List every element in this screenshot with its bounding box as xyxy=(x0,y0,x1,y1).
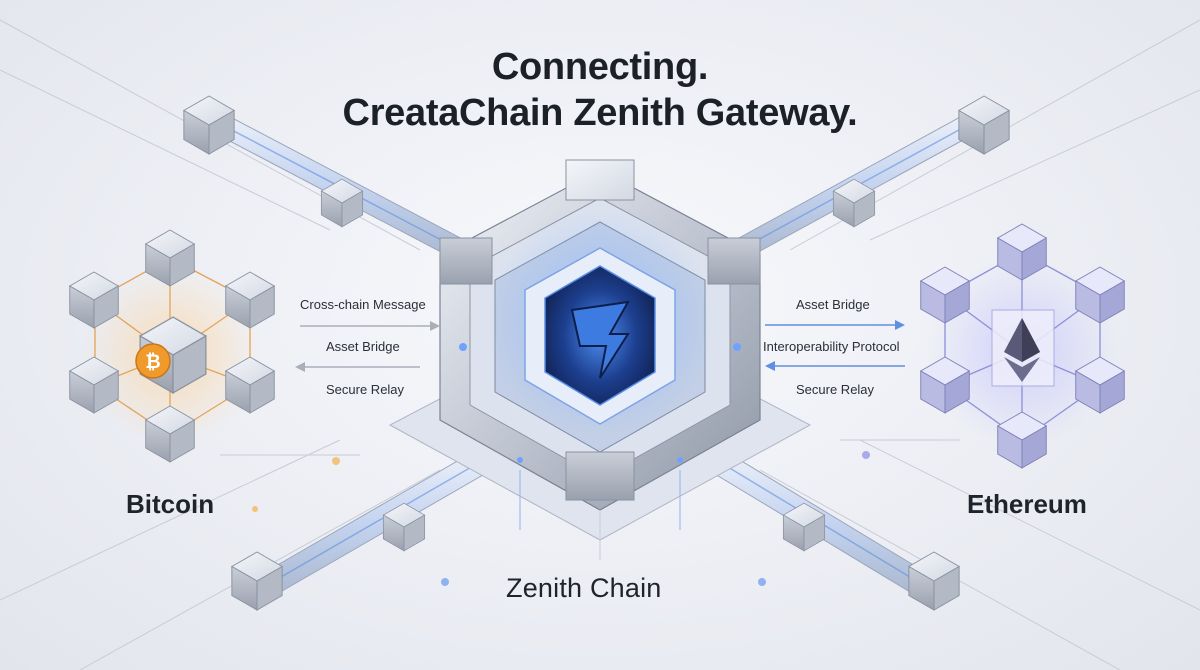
bitcoin-network: ₿ xyxy=(69,229,360,512)
left-flow-label-3: Secure Relay xyxy=(326,382,405,397)
title-line-1: Connecting. xyxy=(491,46,709,88)
connection-pipes xyxy=(183,95,1010,611)
bitcoin-label: Bitcoin xyxy=(126,489,215,519)
zenith-chain-label: Zenith Chain xyxy=(506,573,662,603)
ethereum-label: Ethereum xyxy=(967,489,1087,519)
right-flow-label-1: Asset Bridge xyxy=(796,297,870,312)
right-flow-label-3: Secure Relay xyxy=(796,382,875,397)
flow-arrows xyxy=(295,320,905,372)
left-flow-label-1: Cross-chain Message xyxy=(300,297,426,312)
title-line-2: CreataChain Zenith Gateway. xyxy=(342,92,858,134)
ethereum-network xyxy=(840,223,1125,469)
zenith-logo-icon xyxy=(570,300,630,379)
svg-text:₿: ₿ xyxy=(145,351,160,373)
bitcoin-icon: ₿ xyxy=(135,343,171,379)
left-flow-label-2: Asset Bridge xyxy=(326,339,400,354)
ethereum-icon xyxy=(1004,318,1040,382)
zenith-gateway-hub xyxy=(388,159,812,586)
right-flow-label-2: Interoperability Protocol xyxy=(763,339,900,354)
